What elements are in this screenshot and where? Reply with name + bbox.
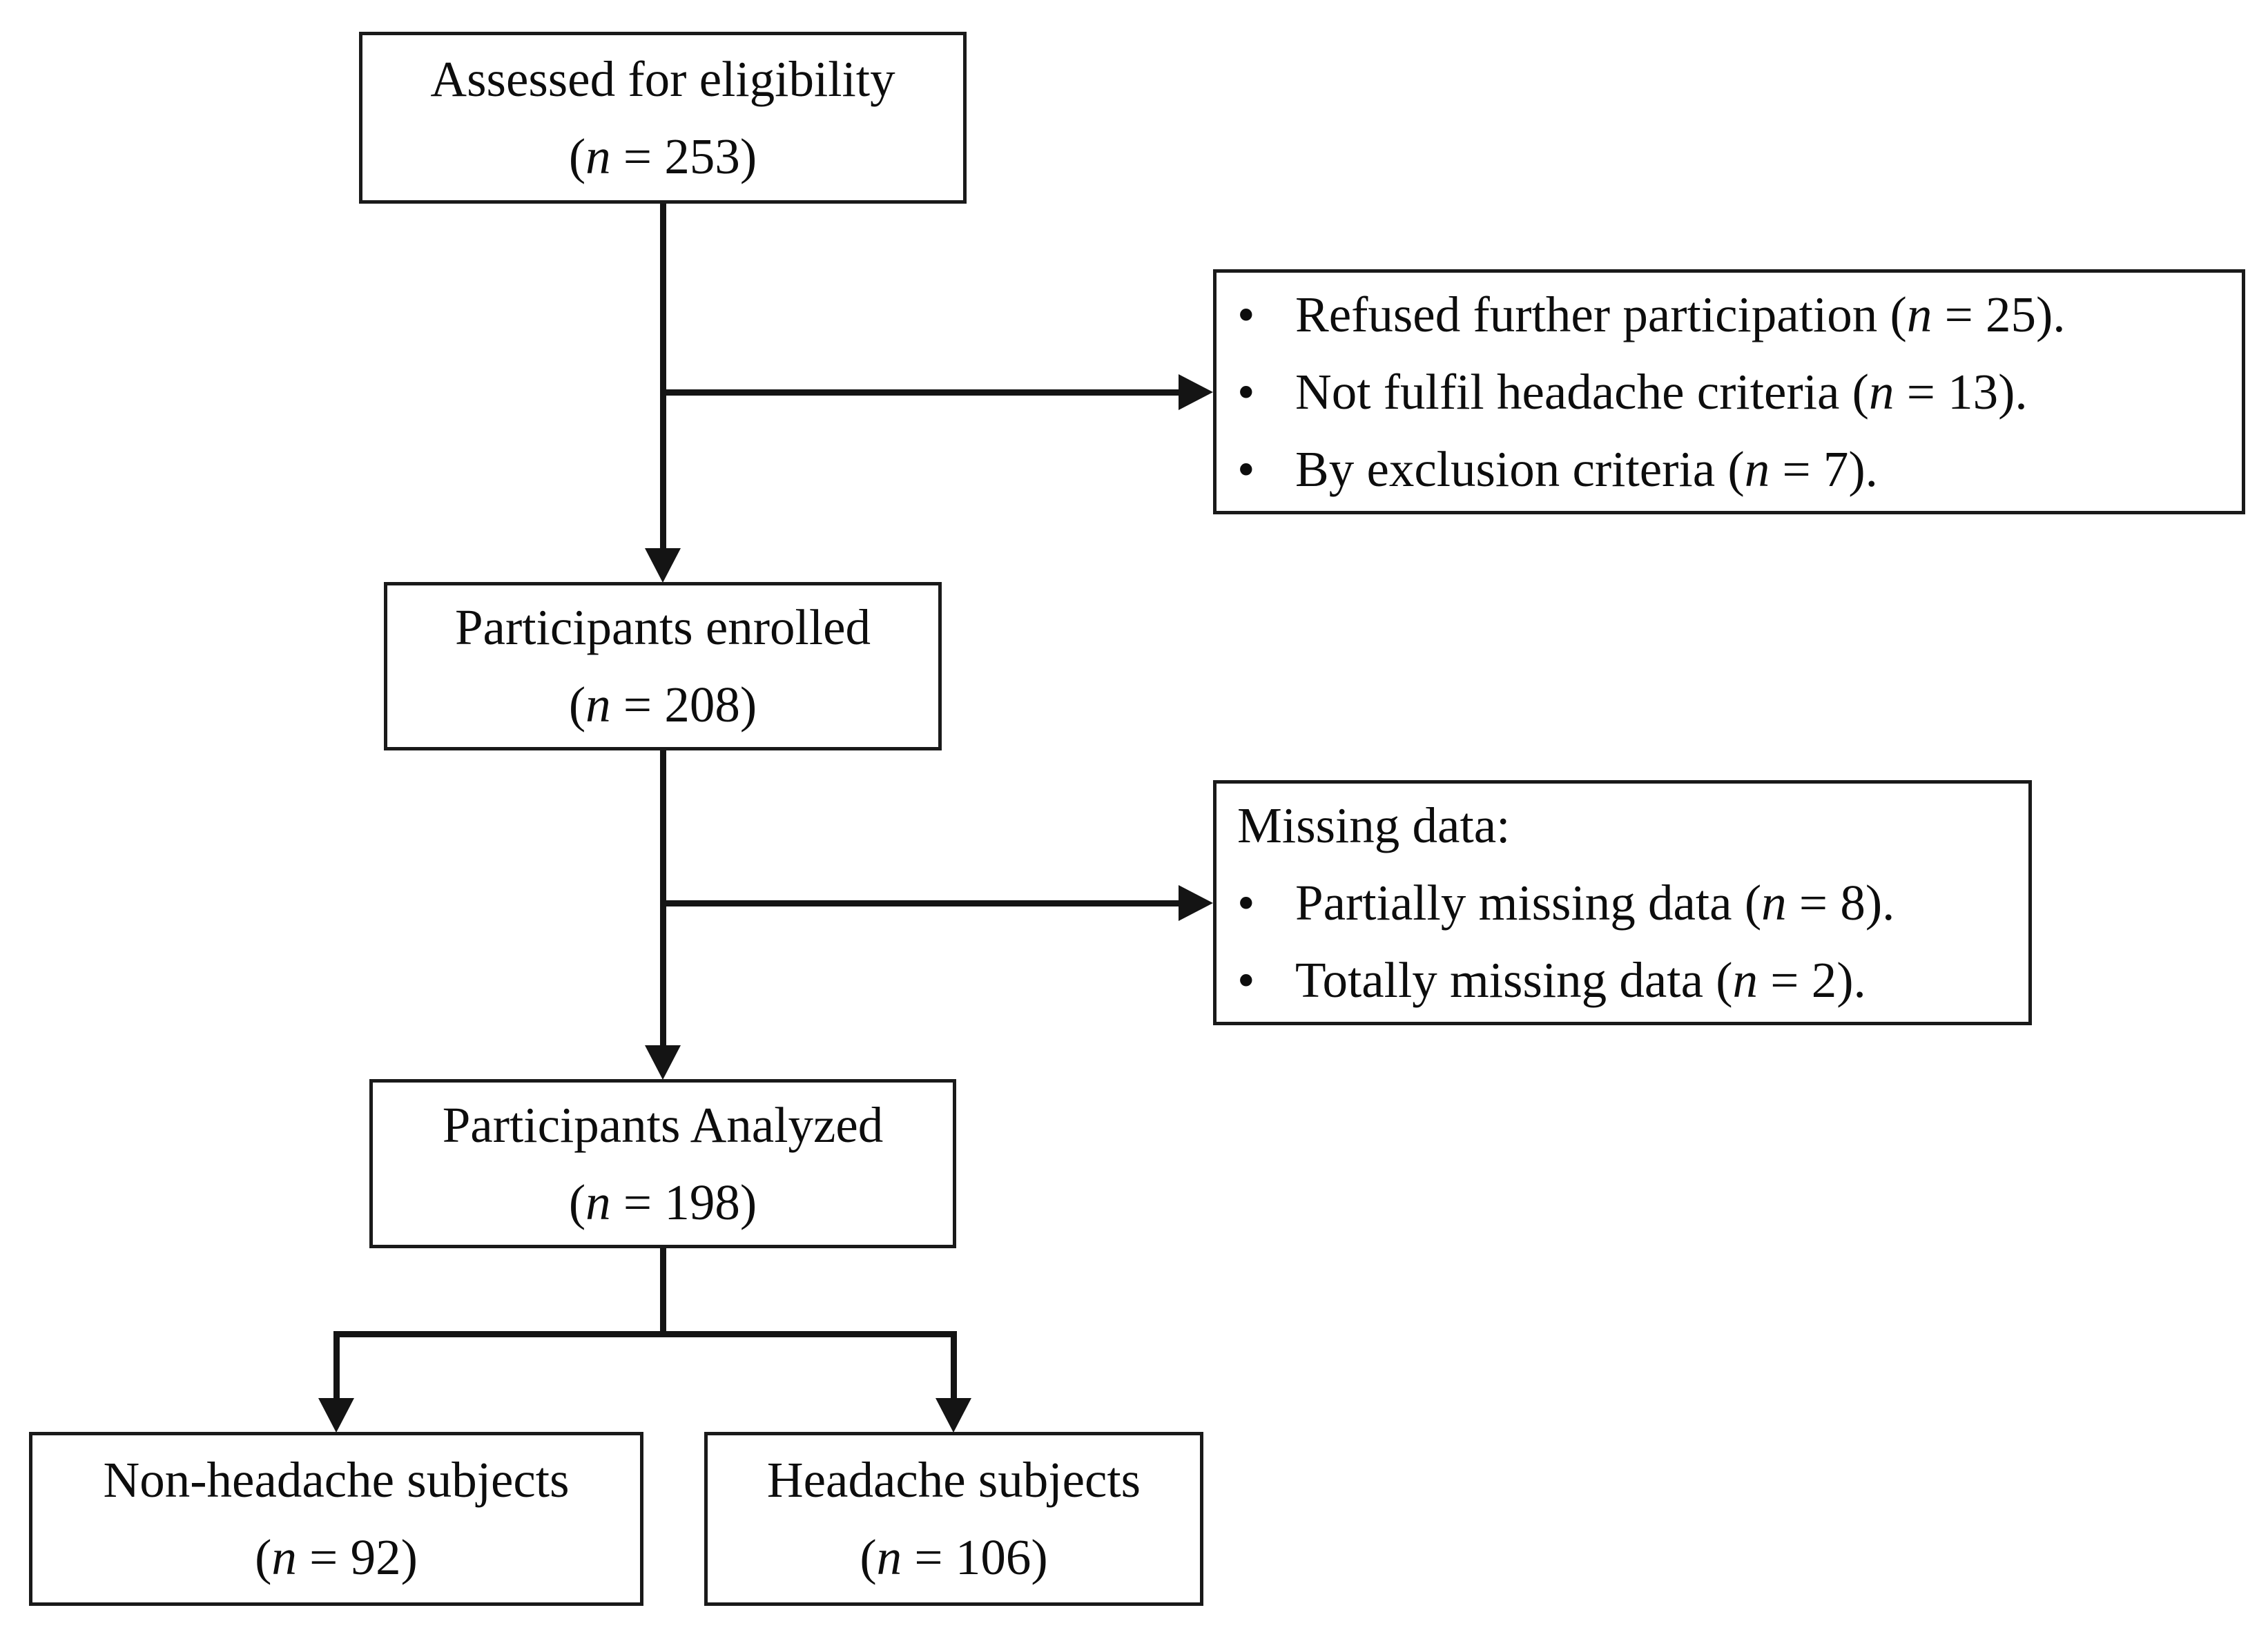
headache-box: Headache subjects (n = 106) xyxy=(704,1432,1203,1606)
count-value: = 208) xyxy=(610,677,757,733)
enrolled-count: (n = 208) xyxy=(569,666,757,744)
bullet-marker: • xyxy=(1237,363,1255,420)
arrowhead-into-non-headache xyxy=(318,1398,354,1433)
non-headache-count: (n = 92) xyxy=(255,1519,418,1596)
analyzed-count: (n = 198) xyxy=(569,1164,757,1241)
count-value: = 106) xyxy=(902,1529,1048,1585)
count-open: ( xyxy=(860,1529,877,1585)
headache-count: (n = 106) xyxy=(860,1519,1047,1596)
enrolled-box: Participants enrolled (n = 208) xyxy=(384,582,942,750)
excluded-item-1-text: Refused further participation (n = 25). xyxy=(1295,286,2066,342)
split-crossbar-line xyxy=(333,1331,957,1337)
count-open: ( xyxy=(568,677,586,733)
connector-assessed-to-enrolled-line xyxy=(660,200,666,552)
arrowhead-into-excluded xyxy=(1179,374,1213,410)
assessed-title: Assessed for eligibility xyxy=(430,50,895,107)
count-n: n xyxy=(585,677,611,733)
analyzed-title: Participants Analyzed xyxy=(442,1096,884,1153)
branch-missing-line xyxy=(660,900,1181,906)
count-n: n xyxy=(876,1529,902,1585)
excluded-item-3-text: By exclusion criteria (n = 7). xyxy=(1295,440,1878,497)
count-value: = 198) xyxy=(610,1174,757,1230)
missing-item-1-text: Partially missing data (n = 8). xyxy=(1295,874,1895,931)
excluded-item-2-text: Not fulfil headache criteria (n = 13). xyxy=(1295,363,2028,420)
arrowhead-into-enrolled xyxy=(645,548,681,583)
count-n: n xyxy=(585,128,611,184)
count-value: = 253) xyxy=(610,128,757,184)
excluded-item-2: • Not fulfil headache criteria (n = 13). xyxy=(1237,353,2225,431)
bullet-marker: • xyxy=(1237,286,1255,342)
split-left-drop-line xyxy=(333,1331,340,1400)
missing-heading: Missing data: xyxy=(1237,797,1511,853)
count-n: n xyxy=(585,1174,611,1230)
headache-title: Headache subjects xyxy=(766,1452,1141,1508)
bullet-marker: • xyxy=(1237,874,1255,931)
count-n: n xyxy=(271,1529,297,1585)
arrowhead-into-headache xyxy=(936,1398,971,1433)
count-value: = 92) xyxy=(296,1529,418,1585)
bullet-marker: • xyxy=(1237,951,1255,1008)
missing-item-2: • Totally missing data (n = 2). xyxy=(1237,942,2012,1019)
missing-item-1: • Partially missing data (n = 8). xyxy=(1237,864,2012,942)
count-open: ( xyxy=(568,1174,586,1230)
count-open: ( xyxy=(568,128,586,184)
excluded-item-1: • Refused further participation (n = 25)… xyxy=(1237,276,2225,353)
enrolled-title: Participants enrolled xyxy=(454,599,871,655)
analyzed-box: Participants Analyzed (n = 198) xyxy=(369,1079,956,1248)
arrowhead-into-missing xyxy=(1179,885,1213,921)
non-headache-box: Non-headache subjects (n = 92) xyxy=(29,1432,643,1606)
split-stem-line xyxy=(660,1247,666,1337)
non-headache-title: Non-headache subjects xyxy=(103,1452,570,1508)
excluded-box: • Refused further participation (n = 25)… xyxy=(1213,269,2245,514)
assessed-count: (n = 253) xyxy=(569,118,757,195)
split-right-drop-line xyxy=(951,1331,957,1400)
bullet-marker: • xyxy=(1237,440,1255,497)
excluded-item-3: • By exclusion criteria (n = 7). xyxy=(1237,431,2225,508)
assessed-box: Assessed for eligibility (n = 253) xyxy=(359,32,967,204)
count-open: ( xyxy=(255,1529,272,1585)
arrowhead-into-analyzed xyxy=(645,1045,681,1080)
branch-excluded-line xyxy=(660,389,1181,396)
connector-enrolled-to-analyzed-line xyxy=(660,749,666,1047)
missing-box: Missing data: • Partially missing data (… xyxy=(1213,780,2032,1025)
missing-item-2-text: Totally missing data (n = 2). xyxy=(1295,951,1866,1008)
